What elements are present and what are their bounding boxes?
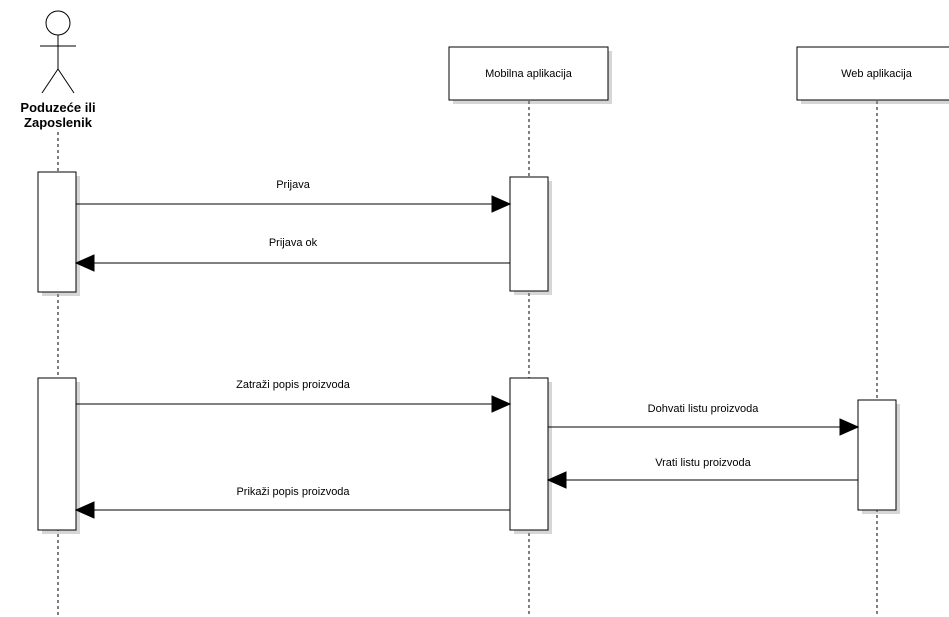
- message-prijava-label: Prijava: [276, 179, 311, 191]
- actor-icon: [40, 10, 76, 94]
- activation-mobile-1: [509, 176, 552, 295]
- message-vrati-listu-label: Vrati listu proizvoda: [655, 457, 751, 469]
- activation-mobile-2: [509, 377, 552, 534]
- participant-mobile: Mobilna aplikacija: [448, 46, 612, 104]
- participant-web-label: Web aplikacija: [841, 68, 913, 80]
- activation-actor-2: [37, 377, 80, 534]
- message-prikazi-popis: Prikaži popis proizvoda: [74, 486, 510, 519]
- actor-name-line2: Zaposlenik: [24, 115, 93, 130]
- actor-name-line1: Poduzeće ili: [20, 100, 95, 115]
- message-prijava-ok-label: Prijava ok: [269, 237, 318, 249]
- participant-mobile-label: Mobilna aplikacija: [485, 68, 573, 80]
- message-prijava: Prijava: [76, 179, 512, 213]
- message-prijava-ok: Prijava ok: [74, 237, 510, 272]
- message-dohvati-listu: Dohvati listu proizvoda: [548, 403, 860, 436]
- participant-web: Web aplikacija: [796, 46, 949, 104]
- message-zatrazi-popis: Zatraži popis proizvoda: [76, 379, 512, 413]
- message-prikazi-popis-label: Prikaži popis proizvoda: [236, 486, 350, 498]
- activation-actor-1: [37, 171, 80, 296]
- message-vrati-listu: Vrati listu proizvoda: [546, 457, 858, 489]
- message-zatrazi-popis-label: Zatraži popis proizvoda: [236, 379, 351, 391]
- message-dohvati-listu-label: Dohvati listu proizvoda: [648, 403, 760, 415]
- activation-web-1: [857, 399, 900, 514]
